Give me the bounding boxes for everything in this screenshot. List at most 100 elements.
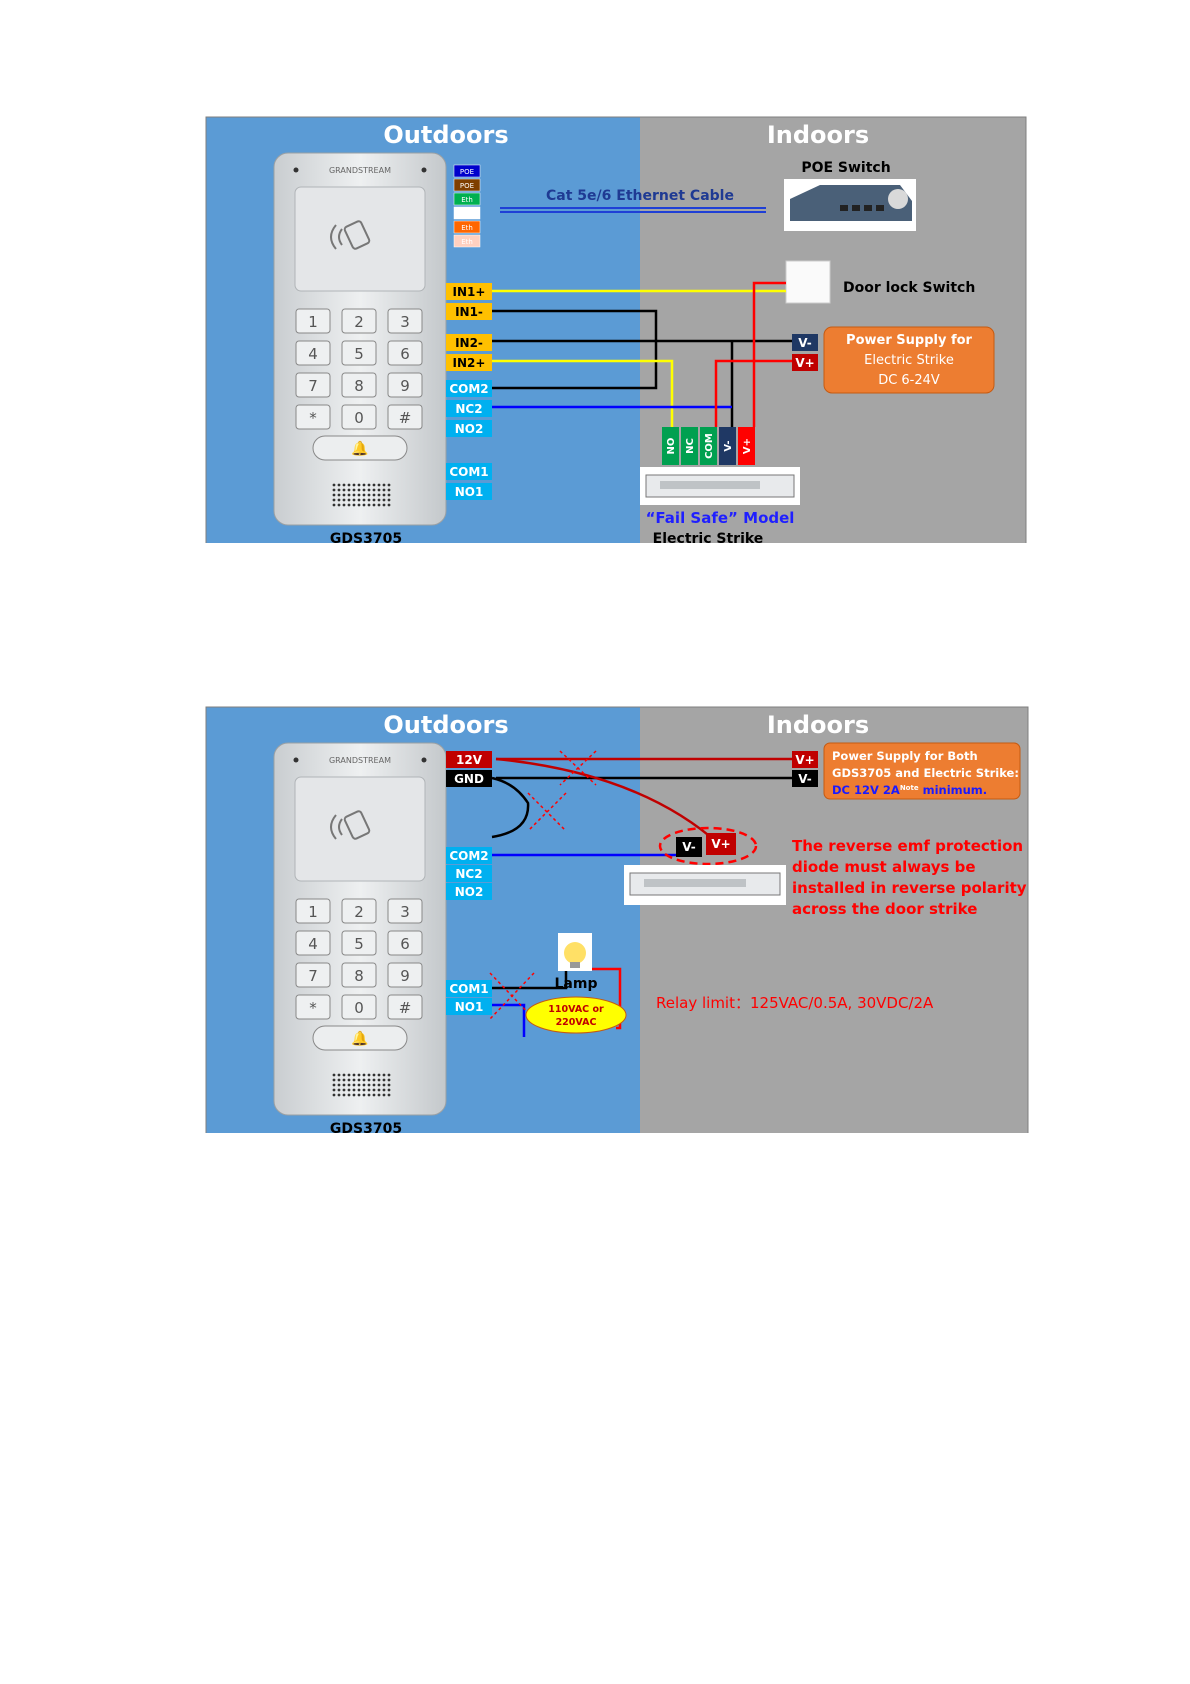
lamp-voltage-1: 110VAC or (548, 1004, 604, 1015)
speaker-hole (367, 488, 371, 492)
speaker-hole (367, 503, 371, 507)
key-label: 7 (308, 967, 318, 985)
strike-pin-0 (662, 427, 679, 465)
speaker-hole (377, 1088, 381, 1092)
terminal-no1 (446, 483, 492, 500)
speaker-hole (347, 488, 351, 492)
speaker-hole (332, 1088, 336, 1092)
strike-pin-label: NO (666, 438, 677, 455)
speaker-hole (332, 483, 336, 487)
speaker-hole (357, 1083, 361, 1087)
speaker-hole (337, 488, 341, 492)
speaker-hole (362, 493, 366, 497)
door-lock-switch-icon (785, 260, 831, 304)
key-label: 2 (354, 903, 364, 921)
terminal-in2- (446, 334, 492, 351)
cross-out-marks (489, 750, 597, 1020)
key-label: * (309, 409, 317, 427)
speaker-hole (372, 488, 376, 492)
speaker-hole (352, 488, 356, 492)
terminal-label: NC2 (455, 402, 482, 416)
eth-pin-1 (453, 178, 481, 192)
speaker-hole (337, 1078, 341, 1082)
key-0 (295, 308, 331, 334)
terminal-label: COM1 (449, 465, 488, 479)
speaker-hole (352, 493, 356, 497)
speaker-hole (357, 488, 361, 492)
call-button (312, 1025, 408, 1051)
speaker-hole (357, 493, 361, 497)
terminal-gnd (446, 770, 492, 787)
speaker-hole (357, 1093, 361, 1097)
terminal-com1 (446, 980, 492, 997)
strike-pin-label: V+ (742, 438, 753, 454)
key-label: 4 (308, 935, 318, 953)
psu-vminus-terminal (792, 770, 818, 787)
key-1 (341, 308, 377, 334)
warning-line: installed in reverse polarity (792, 879, 1027, 897)
terminal-label: COM1 (449, 982, 488, 996)
speaker-hole (347, 1073, 351, 1077)
key-5 (387, 340, 423, 366)
speaker-grille (332, 483, 391, 507)
psu-text-1: Power Supply for (846, 333, 972, 348)
strike-pin-label: NC (685, 438, 696, 454)
eth-pin-label: POE (460, 182, 474, 190)
key-label: 0 (354, 999, 364, 1017)
eth-pin-5 (453, 234, 481, 248)
relay-limit-label: Relay limit：125VAC/0.5A, 30VDC/2A (656, 994, 934, 1012)
speaker-hole (362, 1093, 366, 1097)
ethernet-cable: Cat 5e/6 Ethernet Cable (500, 188, 766, 213)
door-lock-switch-label: Door lock Switch (843, 280, 975, 296)
speaker-hole (362, 488, 366, 492)
key-label: # (399, 999, 412, 1017)
warning-line: diode must always be (792, 858, 976, 876)
indoors-label: Indoors (767, 711, 869, 739)
speaker-hole (337, 503, 341, 507)
speaker-hole (387, 498, 391, 502)
speaker-hole (377, 1093, 381, 1097)
speaker-hole (347, 1088, 351, 1092)
key-6 (295, 962, 331, 988)
diode-highlight (658, 826, 758, 866)
speaker-hole (387, 1078, 391, 1082)
eth-pin-label: Eth (461, 238, 473, 246)
speaker-hole (352, 1093, 356, 1097)
speaker-hole (342, 503, 346, 507)
psu-text-1: Power Supply for Both (832, 749, 978, 763)
speaker-hole (332, 1078, 336, 1082)
psu-vminus-label: V- (798, 336, 811, 350)
terminal-gnd-label: GND (454, 772, 484, 786)
speaker-hole (367, 1088, 371, 1092)
speaker-hole (382, 1088, 386, 1092)
strike-pin-label: COM (704, 433, 715, 459)
speaker-hole (337, 1083, 341, 1087)
wires (492, 281, 792, 427)
speaker-hole (357, 503, 361, 507)
speaker-hole (372, 1078, 376, 1082)
key-7 (341, 372, 377, 398)
key-8 (387, 372, 423, 398)
speaker-hole (382, 1078, 386, 1082)
psu-text-2: GDS3705 and Electric Strike: (832, 766, 1019, 780)
outdoors-label: Outdoors (383, 121, 508, 149)
speaker-hole (377, 1083, 381, 1087)
speaker-hole (387, 1088, 391, 1092)
speaker-hole (387, 503, 391, 507)
key-label: 4 (308, 345, 318, 363)
speaker-hole (387, 488, 391, 492)
key-label: * (309, 999, 317, 1017)
key-8 (387, 962, 423, 988)
speaker-hole (342, 1093, 346, 1097)
speaker-hole (342, 1073, 346, 1077)
bell-icon: 🔔 (351, 440, 368, 457)
speaker-hole (352, 1073, 356, 1077)
strike-name-label: Electric Strike (653, 531, 764, 543)
voltage-source (525, 996, 627, 1034)
strike-pin-1 (681, 427, 698, 465)
